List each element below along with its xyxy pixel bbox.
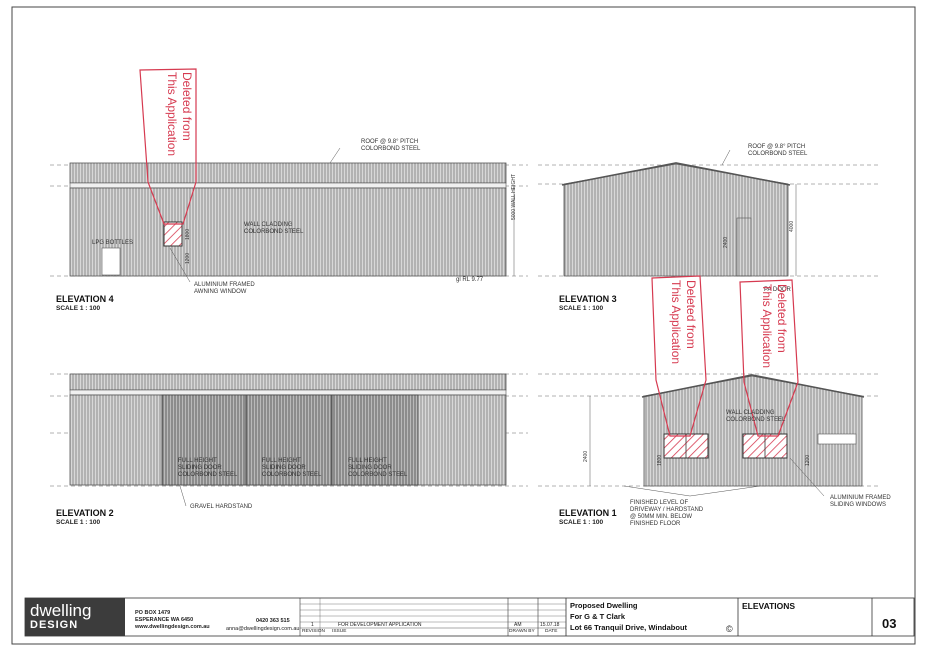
pa-door-label: PA DOOR — [764, 287, 791, 293]
project-title: Proposed Dwelling — [570, 601, 638, 610]
email-address: anna@dwellingdesign.com.au — [226, 626, 300, 632]
address-block: PO BOX 1479 ESPERANCE WA 6450 www.dwelli… — [135, 610, 210, 631]
sliding-door-3 — [331, 394, 419, 486]
note-line: FINISHED FLOOR — [630, 520, 681, 527]
project-address: Lot 66 Tranquil Drive, Windabout — [570, 622, 688, 632]
elev3-scale: SCALE 1 : 100 — [559, 305, 604, 312]
door-label-line: FULL HEIGHT — [178, 458, 217, 464]
small-window — [817, 433, 857, 445]
door-label-line: FULL HEIGHT — [262, 458, 301, 464]
sheet-border — [11, 6, 916, 645]
elev4-roof-note-2: COLORBOND STEEL — [361, 146, 421, 152]
awning-window — [163, 221, 183, 247]
elev3-roof-note-2: COLORBOND STEEL — [748, 151, 808, 157]
door-label-line: SLIDING DOOR — [262, 464, 306, 471]
elevation-2-drawing — [50, 373, 528, 507]
date-label: DATE — [545, 629, 558, 634]
elev1-height: 2400 — [583, 450, 589, 462]
address-line: ESPERANCE WA 6450 — [135, 617, 194, 624]
elev3-title: ELEVATION 3 — [559, 294, 617, 304]
door-label-line: COLORBOND STEEL — [178, 471, 238, 478]
elev4-sill-height: 1200 — [185, 252, 191, 264]
elev4-window-note-1: ALUMINIUM FRAMED — [194, 282, 255, 288]
elev1-dim-right: 1200 — [805, 454, 811, 466]
elevation-4-drawing — [50, 147, 528, 283]
elev4-deleted-stamp: Deleted from This Application — [164, 72, 194, 156]
phone-number: 0420 363 515 — [256, 618, 290, 624]
drawn-by-value: AM — [514, 622, 522, 628]
gravel-hardstand-label: GRAVEL HARDSTAND — [190, 504, 253, 510]
stamp-line-2: This Application — [669, 280, 683, 365]
elev4-window-note-2: AWNING WINDOW — [194, 289, 247, 295]
project-info: Proposed Dwelling For G & T Clark Lot 66… — [570, 601, 687, 634]
revision-label: REVISION — [302, 629, 325, 634]
finished-level-note: FINISHED LEVEL OF DRIVEWAY / HARDSTAND @… — [630, 500, 703, 528]
stamp-line-1: Deleted from — [775, 284, 789, 353]
website-text: www.dwellingdesign.com.au — [135, 624, 210, 631]
note-line: DRIVEWAY / HARDSTAND — [630, 506, 704, 513]
door-label-line: COLORBOND STEEL — [348, 471, 408, 478]
note-line: FINISHED LEVEL OF — [630, 500, 689, 506]
elev1-wall-note-1: WALL CLADDING — [726, 410, 775, 416]
elev3-roof-note-1: ROOF @ 9.8° PITCH — [748, 144, 806, 150]
title-block-frame — [24, 597, 915, 637]
door-3-label: FULL HEIGHT SLIDING DOOR COLORBOND STEEL — [348, 458, 407, 479]
pa-door — [736, 217, 752, 277]
date-value: 15.07.18 — [540, 622, 560, 628]
stamp-line-1: Deleted from — [684, 280, 698, 349]
stamp-line-1: Deleted from — [180, 72, 194, 141]
elev1-title: ELEVATION 1 — [559, 508, 617, 518]
elev1-dim-left: 1800 — [657, 454, 663, 466]
elev4-scale: SCALE 1 : 100 — [56, 305, 101, 312]
stamp-outlines — [139, 68, 799, 437]
elev1-scale: SCALE 1 : 100 — [559, 519, 604, 526]
elev3-deleted-stamp-right: Deleted from This Application — [759, 284, 789, 368]
door-label-line: SLIDING DOOR — [348, 464, 392, 471]
note-line: SLIDING WINDOWS — [830, 501, 887, 508]
elev2-title: ELEVATION 2 — [56, 508, 114, 518]
lpg-bottles-label: LPG BOTTLES — [92, 240, 134, 246]
elev2-scale: SCALE 1 : 100 — [56, 519, 101, 526]
issue-label: ISSUE — [332, 629, 347, 634]
note-line: @ 50MM MIN. BELOW — [630, 513, 693, 520]
sliding-windows-note: ALUMINIUM FRAMED SLIDING WINDOWS — [830, 495, 891, 509]
logo-design: DESIGN — [30, 619, 79, 631]
door-label-line: SLIDING DOOR — [178, 464, 222, 471]
address-line: PO BOX 1479 — [135, 610, 171, 616]
door-1-label: FULL HEIGHT SLIDING DOOR COLORBOND STEEL — [178, 458, 237, 479]
elev3-deleted-stamp-left: Deleted from This Application — [668, 280, 698, 364]
elev3-height: 4000 — [789, 220, 795, 232]
project-client: For G & T Clark — [570, 611, 626, 621]
copyright-symbol: © — [726, 624, 733, 634]
elev4-window-height: 1800 — [185, 228, 191, 240]
logo-dwelling: dwelling — [30, 601, 92, 620]
door-label-line: FULL HEIGHT — [348, 458, 387, 464]
stamp-line-2: This Application — [760, 284, 774, 369]
issue-text: FOR DEVELOPMENT APPLICATION — [338, 622, 422, 628]
elev1-wall-note-2: COLORBOND STEEL — [726, 417, 786, 423]
elev4-roof-note-1: ROOF @ 9.8° PITCH — [361, 139, 419, 145]
sliding-door-2 — [245, 394, 333, 486]
sheet-title: ELEVATIONS — [742, 601, 796, 611]
stamp-line-2: This Application — [165, 72, 179, 157]
sliding-door-1 — [161, 394, 247, 486]
elevation-3-drawing — [538, 149, 878, 277]
elev4-title: ELEVATION 4 — [56, 294, 114, 304]
elevation-1-drawing — [538, 373, 878, 497]
door-2-label: FULL HEIGHT SLIDING DOOR COLORBOND STEEL — [262, 458, 321, 479]
lpg-bottles-area — [101, 247, 121, 276]
elev4-wall-note-1: WALL CLADDING — [244, 222, 293, 228]
door-label-line: COLORBOND STEEL — [262, 471, 322, 478]
elev4-ground-level: gl RL 9.77 — [456, 277, 484, 283]
sheet-number: 03 — [882, 616, 897, 631]
elev4-wall-note-2: COLORBOND STEEL — [244, 229, 304, 235]
elev4-wall-height: 5000 WALL HEIGHT — [511, 173, 517, 220]
drawn-by-label: DRAWN BY — [509, 629, 535, 634]
note-line: ALUMINIUM FRAMED — [830, 495, 891, 501]
revision-number: 1 — [311, 622, 314, 628]
elev3-door-height: 2400 — [723, 236, 729, 248]
